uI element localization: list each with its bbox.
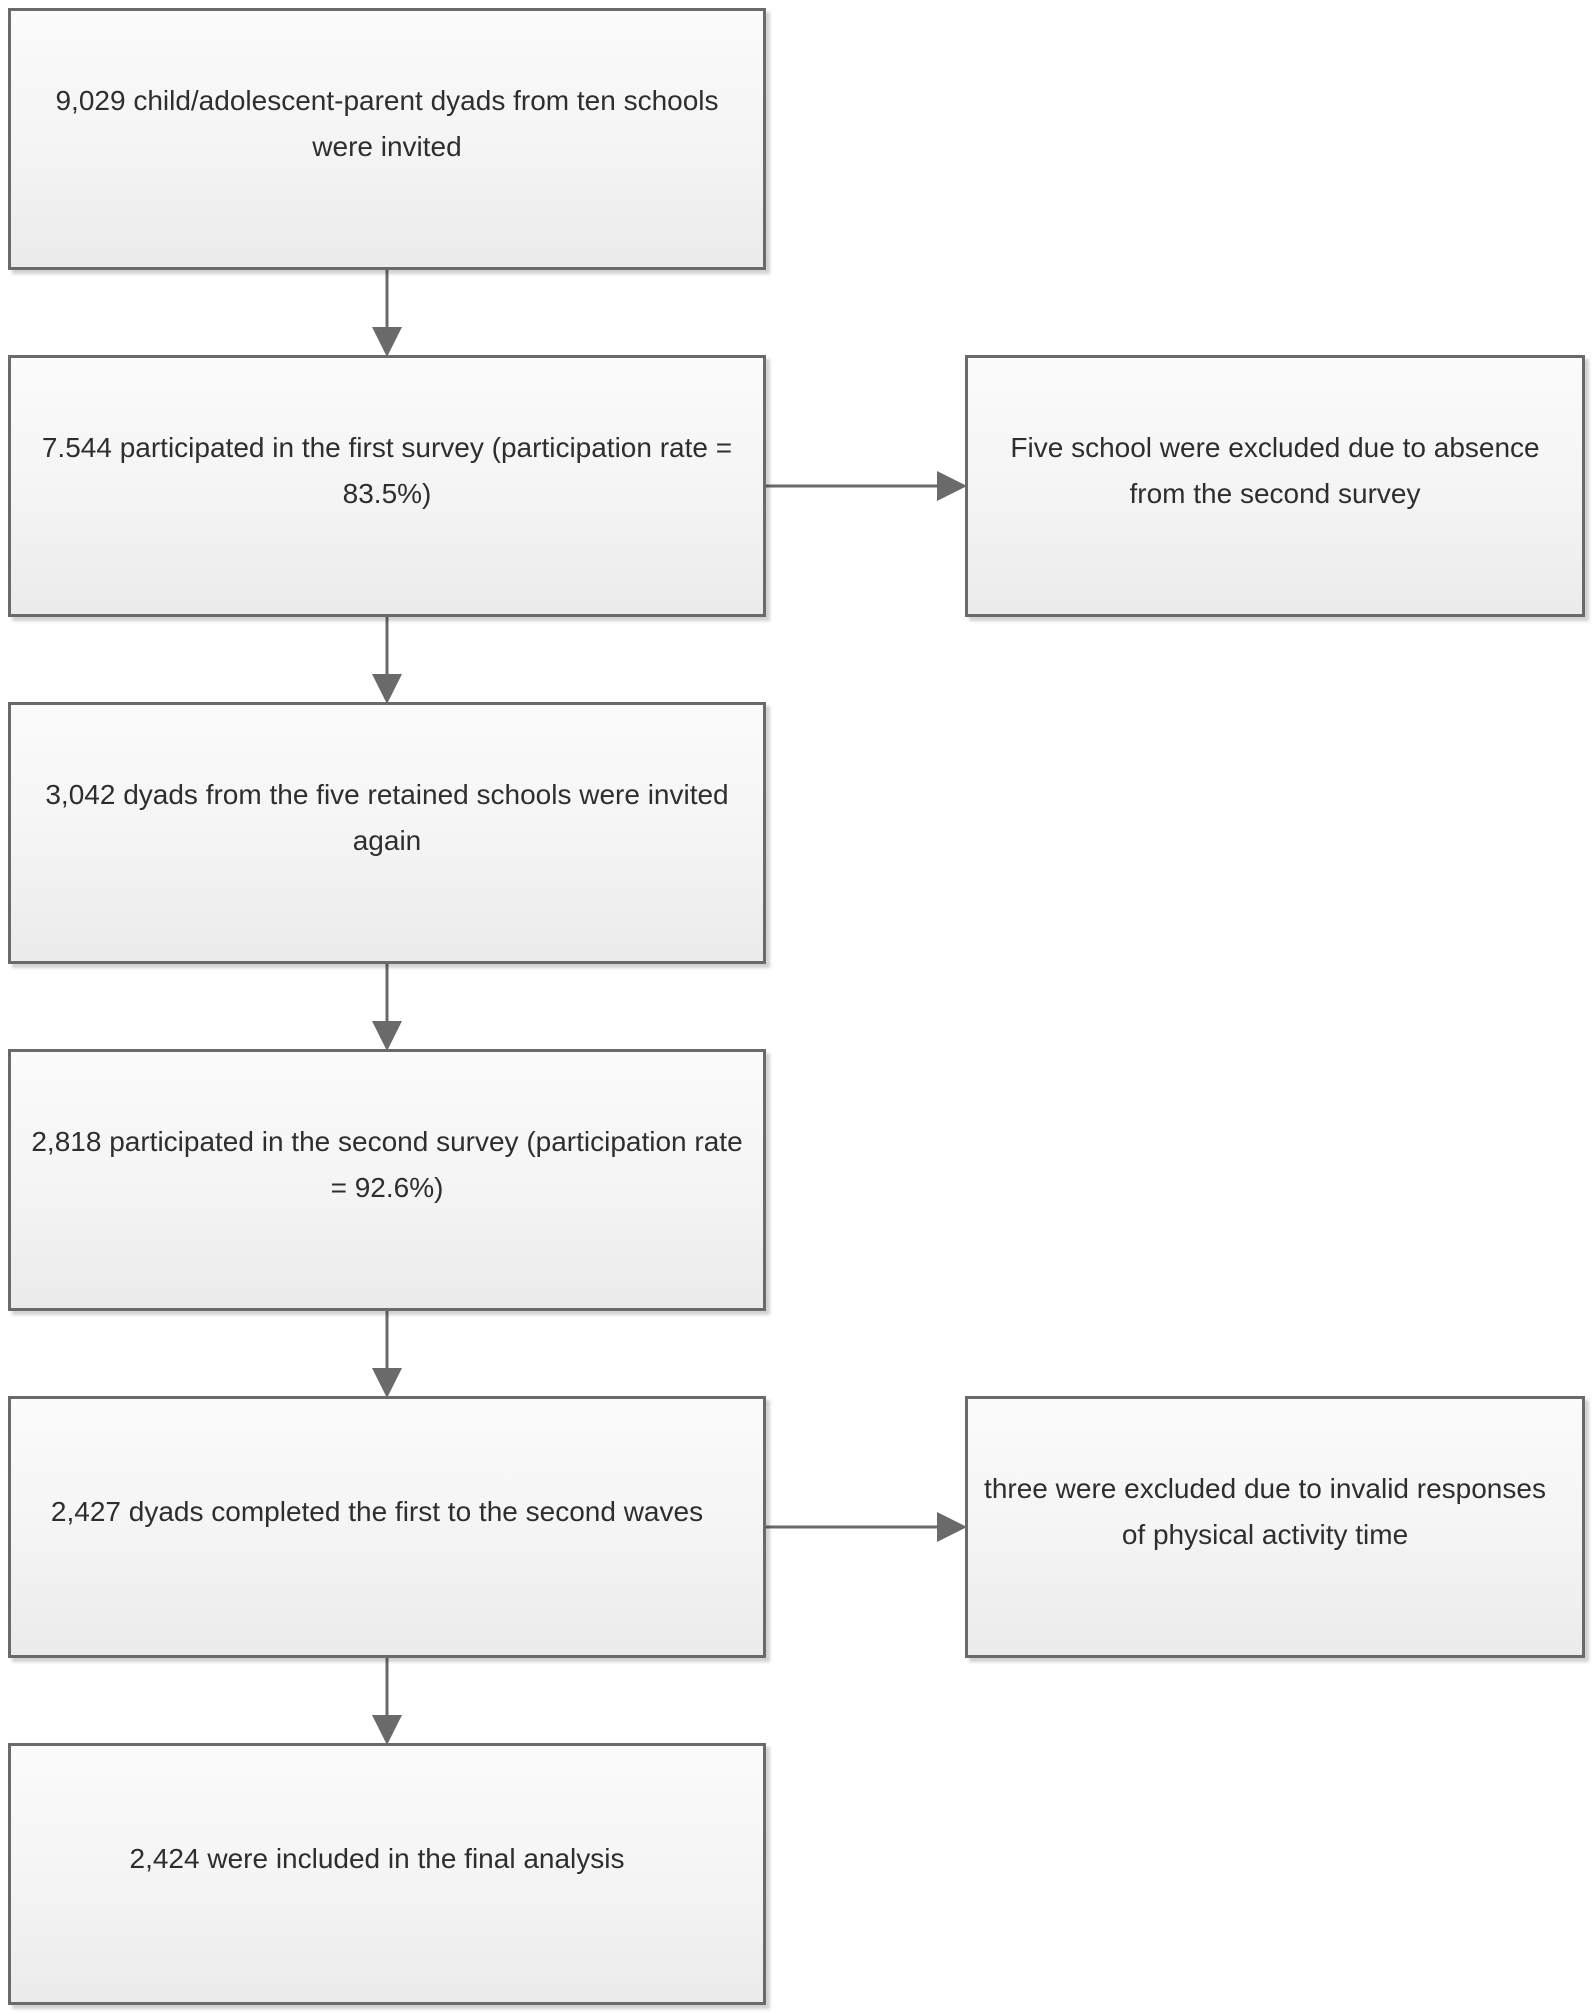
step-completed-waves-text: 2,427 dyads completed the first to the s…	[50, 1496, 704, 1527]
step-final-analysis-text: 2,424 were included in the final analysi…	[129, 1843, 625, 1874]
step-first-survey-box: 7.544 participated in the first survey (…	[8, 355, 766, 617]
step-second-survey-box: 2,818 participated in the second survey …	[8, 1049, 766, 1311]
exclusion-schools-box: Five school were excluded due to absence…	[965, 355, 1585, 617]
step-first-survey-text: 7.544 participated in the first survey (…	[41, 432, 733, 509]
exclusion-schools-text: Five school were excluded due to absence…	[1010, 432, 1540, 509]
exclusion-invalid-responses-text: three were excluded due to invalid respo…	[984, 1473, 1546, 1550]
exclusion-invalid-responses-box: three were excluded due to invalid respo…	[965, 1396, 1585, 1658]
step-reinvited-box: 3,042 dyads from the five retained schoo…	[8, 702, 766, 964]
step-second-survey-text: 2,818 participated in the second survey …	[31, 1126, 743, 1203]
step-invited-text: 9,029 child/adolescent-parent dyads from…	[55, 85, 719, 162]
step-invited-box: 9,029 child/adolescent-parent dyads from…	[8, 8, 766, 270]
step-reinvited-text: 3,042 dyads from the five retained schoo…	[45, 779, 729, 856]
step-completed-waves-box: 2,427 dyads completed the first to the s…	[8, 1396, 766, 1658]
step-final-analysis-box: 2,424 were included in the final analysi…	[8, 1743, 766, 2005]
